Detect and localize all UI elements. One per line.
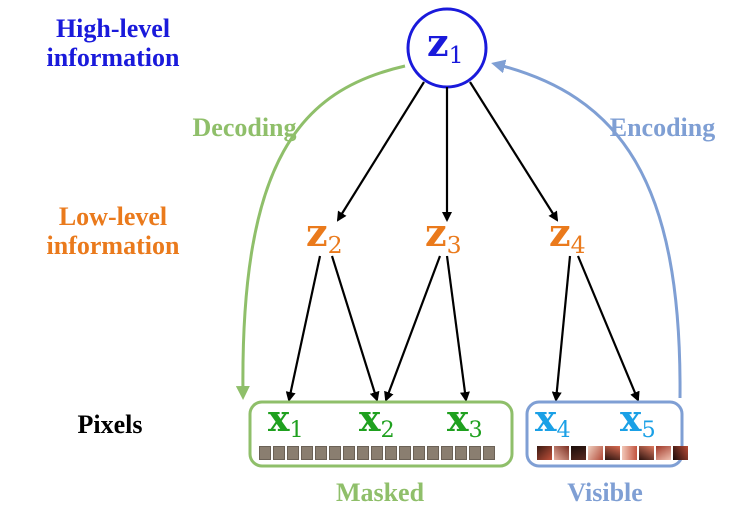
z4-node: z4: [549, 210, 586, 259]
masked-pixel: [259, 446, 271, 460]
masked-pixel: [413, 446, 425, 460]
x3-node: x3: [447, 398, 483, 444]
visible-pixel: [605, 446, 620, 460]
edge-z3-x2: [384, 255, 442, 402]
edge-z3-x3: [445, 255, 470, 402]
visible-pixel: [554, 446, 569, 460]
masked-pixel: [399, 446, 411, 460]
visible-pixel: [673, 446, 688, 460]
masked-pixel: [287, 446, 299, 460]
visible-pixel: [537, 446, 552, 460]
visible-pixel: [622, 446, 637, 460]
masked-pixel: [301, 446, 313, 460]
masked-pixel: [273, 446, 285, 460]
z1-node: z1: [427, 20, 464, 69]
edge-z4-x4: [551, 255, 572, 402]
edge-z2-x1: [285, 255, 322, 402]
z2-node: z2: [306, 210, 343, 259]
masked-pixel: [455, 446, 467, 460]
edge-z2-x2: [330, 255, 380, 402]
masked-pixel: [343, 446, 355, 460]
masked-pixel: [469, 446, 481, 460]
masked-pixel: [371, 446, 383, 460]
masked-pixel: [441, 446, 453, 460]
visible-pixel: [588, 446, 603, 460]
high-level-label: High-level information: [46, 14, 180, 73]
visible-label: Visible: [567, 478, 643, 507]
masked-pixel: [385, 446, 397, 460]
x1-node: x1: [268, 398, 304, 444]
masked-pixel: [315, 446, 327, 460]
masked-pixel: [427, 446, 439, 460]
masked-pixel: [483, 446, 495, 460]
visible-pixel: [656, 446, 671, 460]
visible-group-box: [525, 400, 684, 468]
masked-group-box: [248, 400, 514, 468]
encoding-arrow: [491, 59, 682, 399]
low-level-label: Low-level information: [46, 202, 180, 261]
edge-z1-z4: [469, 81, 559, 222]
masked-label: Masked: [335, 478, 425, 507]
visible-pixel-strip: [537, 446, 688, 460]
edge-z1-z2: [336, 81, 425, 222]
decoding-label: Decoding: [192, 113, 297, 142]
masked-pixel-strip: [259, 446, 495, 460]
encoding-label: Encoding: [609, 113, 716, 142]
x4-node: x4: [535, 398, 571, 444]
z3-node: z3: [425, 210, 462, 259]
masked-pixel: [329, 446, 341, 460]
decoding-arrow: [235, 64, 406, 400]
x5-node: x5: [620, 398, 656, 444]
masked-pixel: [357, 446, 369, 460]
pixels-label: Pixels: [77, 410, 143, 439]
visible-pixel: [639, 446, 654, 460]
visible-pixel: [571, 446, 586, 460]
x2-node: x2: [359, 398, 395, 444]
edge-z4-x5: [576, 255, 640, 402]
